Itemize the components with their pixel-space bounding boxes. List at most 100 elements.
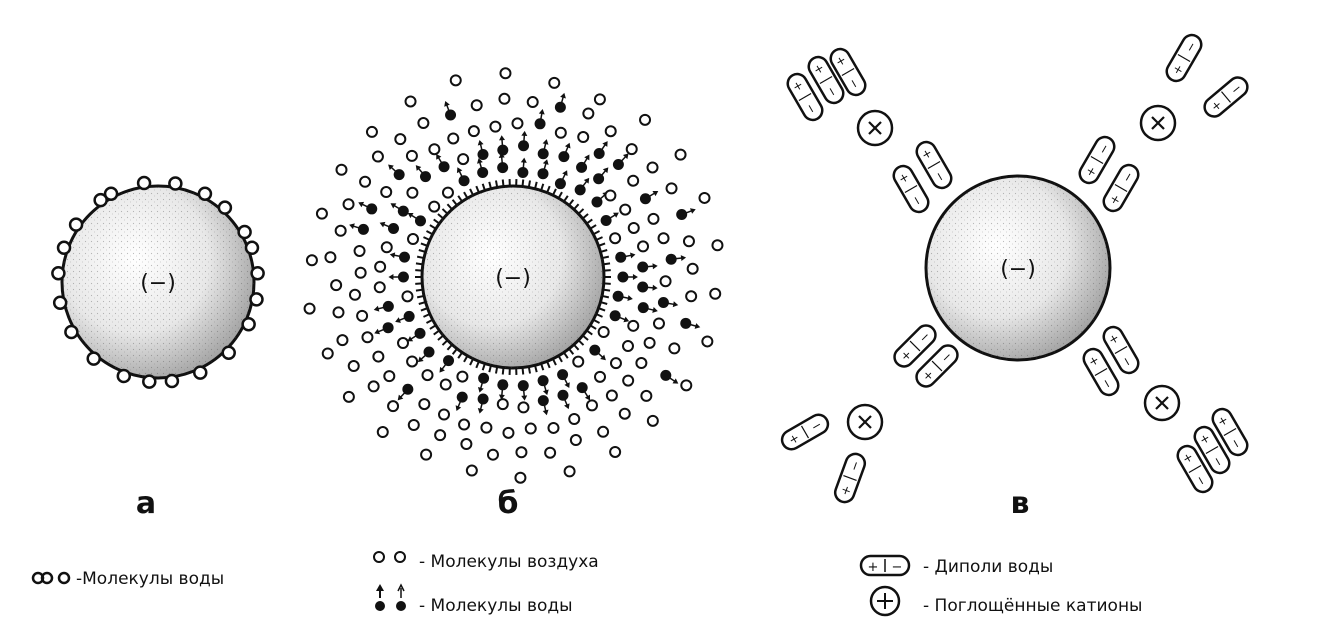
- legend-water-arrow-icon: [375, 584, 406, 611]
- air-molecule: [378, 427, 388, 437]
- water-dipole: +−: [1076, 134, 1117, 187]
- air-molecule: [648, 214, 658, 224]
- water-molecule: [457, 392, 468, 403]
- arrow-head: [695, 323, 701, 329]
- water-molecule: [594, 148, 605, 159]
- water-molecule: [194, 367, 206, 379]
- air-molecule: [349, 361, 359, 371]
- water-molecule: [383, 322, 394, 333]
- legend-water-molecules-icon: [33, 573, 69, 583]
- air-molecule: [659, 233, 669, 243]
- air-molecule: [350, 290, 360, 300]
- arrow-head: [390, 252, 395, 258]
- air-molecule: [611, 358, 621, 368]
- air-molecule: [688, 264, 698, 274]
- water-molecule: [58, 242, 70, 254]
- air-molecule: [360, 177, 370, 187]
- air-molecule: [548, 423, 558, 433]
- air-molecule: [384, 371, 394, 381]
- air-molecule: [620, 205, 630, 215]
- water-molecule: [415, 328, 426, 339]
- absorbed-cation: [1141, 106, 1175, 140]
- air-molecule: [623, 376, 633, 386]
- air-molecule: [648, 416, 658, 426]
- air-molecule: [317, 209, 327, 219]
- water-molecule: [518, 380, 529, 391]
- arrow-head: [560, 93, 566, 99]
- water-molecule: [252, 267, 264, 279]
- legend-air-molecules-label: - Молекулы воздуха: [419, 552, 599, 572]
- air-molecule: [331, 280, 341, 290]
- water-molecule: [223, 347, 235, 359]
- water-molecule: [388, 223, 399, 234]
- arrow-head: [543, 159, 549, 165]
- water-molecule: [538, 395, 549, 406]
- arrow-head: [543, 139, 549, 145]
- air-molecule: [457, 372, 467, 382]
- air-molecule: [545, 448, 555, 458]
- water-molecule: [366, 203, 377, 214]
- water-molecule: [243, 318, 255, 330]
- air-molecule: [654, 318, 664, 328]
- air-molecule: [528, 97, 538, 107]
- water-molecule: [557, 369, 568, 380]
- arrow-head: [478, 387, 484, 393]
- air-molecule: [441, 380, 451, 390]
- air-molecule: [702, 336, 712, 346]
- water-molecule: [399, 252, 410, 263]
- water-molecule: [250, 293, 262, 305]
- water-molecule: [439, 161, 450, 172]
- center-charge-b: (−): [495, 266, 531, 291]
- arrow-head: [673, 301, 678, 307]
- svg-text:−: −: [892, 560, 903, 575]
- air-molecule: [323, 348, 333, 358]
- water-molecule: [246, 242, 258, 254]
- arrow-head: [633, 274, 638, 280]
- water-molecule: [613, 291, 624, 302]
- water-molecule: [138, 177, 150, 189]
- water-molecule: [52, 267, 64, 279]
- air-molecule: [481, 423, 491, 433]
- water-molecule: [166, 375, 178, 387]
- air-molecule: [488, 450, 498, 460]
- water-dipole: +−: [779, 411, 832, 452]
- air-molecule: [503, 428, 513, 438]
- water-molecule: [199, 188, 211, 200]
- air-molecule: [667, 183, 677, 193]
- legend-cation-icon: [871, 587, 899, 615]
- air-molecule: [595, 372, 605, 382]
- water-dipole: +−: [1100, 162, 1141, 215]
- water-molecule: [477, 167, 488, 178]
- air-molecule: [388, 401, 398, 411]
- air-molecule: [669, 343, 679, 353]
- air-molecule: [516, 447, 526, 457]
- air-molecule: [467, 466, 477, 476]
- arrow-head: [627, 295, 632, 301]
- air-molecule: [344, 392, 354, 402]
- air-molecule: [549, 78, 559, 88]
- arrow-head: [543, 410, 549, 416]
- air-molecule: [337, 335, 347, 345]
- air-molecule: [443, 188, 453, 198]
- arrow-head: [539, 109, 545, 114]
- water-molecule: [445, 110, 456, 121]
- air-molecule: [599, 327, 609, 337]
- air-molecule: [684, 236, 694, 246]
- water-molecule: [88, 353, 100, 365]
- air-molecule: [429, 144, 439, 154]
- air-molecule: [681, 380, 691, 390]
- air-molecule: [381, 187, 391, 197]
- air-molecule: [623, 341, 633, 351]
- air-molecule: [583, 108, 593, 118]
- air-molecule: [641, 391, 651, 401]
- air-molecule: [362, 332, 372, 342]
- air-molecule: [676, 150, 686, 160]
- air-molecule: [357, 311, 367, 321]
- water-molecule: [637, 282, 648, 293]
- water-dipole: +−: [1163, 32, 1204, 85]
- water-dipole: +−: [1201, 74, 1252, 121]
- water-molecule: [118, 370, 130, 382]
- air-molecule: [458, 154, 468, 164]
- water-molecule: [65, 326, 77, 338]
- panel-c: (−) +−+−+−+−+−+−+−+−+−+−+−+−+−+−+−+−+−+−…: [779, 32, 1252, 521]
